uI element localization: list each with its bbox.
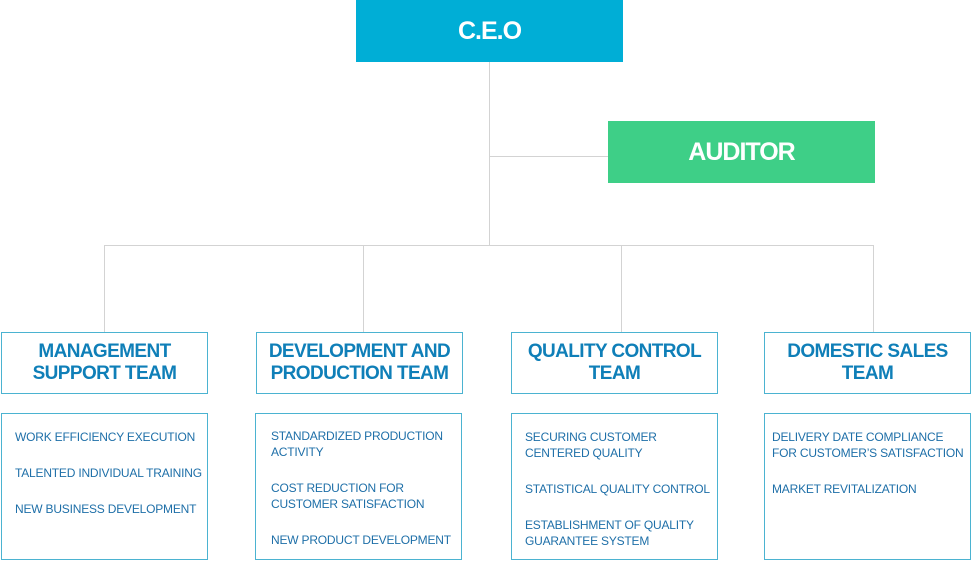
ceo-connector-line bbox=[489, 62, 490, 245]
quality-control-team-title: QUALITY CONTROL TEAM bbox=[511, 332, 718, 394]
team-title-line: DOMESTIC SALES bbox=[787, 341, 948, 362]
domestic-sales-team-title: DOMESTIC SALES TEAM bbox=[764, 332, 971, 394]
duty-item: WORK EFFICIENCY EXECUTION bbox=[15, 429, 195, 445]
teams-horizontal-line bbox=[104, 245, 874, 246]
auditor-label: AUDITOR bbox=[688, 137, 795, 166]
duty-item: TALENTED INDIVIDUAL TRAINING bbox=[15, 465, 202, 481]
ceo-node: C.E.O bbox=[356, 0, 623, 62]
duty-item: SECURING CUSTOMER CENTERED QUALITY bbox=[525, 429, 657, 461]
duty-item-line: DELIVERY DATE COMPLIANCE bbox=[772, 430, 944, 444]
duty-item: STANDARDIZED PRODUCTION ACTIVITY bbox=[271, 428, 443, 460]
duty-item-line: COST REDUCTION FOR bbox=[271, 481, 404, 495]
development-production-team-duties: STANDARDIZED PRODUCTION ACTIVITY COST RE… bbox=[255, 413, 462, 560]
duty-item-line: STANDARDIZED PRODUCTION bbox=[271, 429, 443, 443]
duty-item-line: WORK EFFICIENCY EXECUTION bbox=[15, 430, 196, 444]
ceo-label: C.E.O bbox=[457, 16, 522, 45]
team-4-connector-line bbox=[873, 245, 874, 332]
duty-item: NEW BUSINESS DEVELOPMENT bbox=[15, 501, 196, 517]
duty-item-line: ESTABLISHMENT OF QUALITY bbox=[525, 518, 694, 532]
duty-item-line: NEW BUSINESS DEVELOPMENT bbox=[15, 502, 197, 516]
quality-control-team-duties: SECURING CUSTOMER CENTERED QUALITY STATI… bbox=[511, 413, 718, 560]
team-title-line: TEAM bbox=[841, 363, 894, 384]
auditor-connector-line bbox=[489, 156, 608, 157]
team-2-connector-line bbox=[363, 245, 364, 332]
team-title-line: SUPPORT TEAM bbox=[32, 363, 177, 384]
team-title-line: TEAM bbox=[588, 363, 641, 384]
duty-item-line: ACTIVITY bbox=[271, 445, 324, 459]
duty-item: NEW PRODUCT DEVELOPMENT bbox=[271, 532, 451, 548]
duty-item-line: CENTERED QUALITY bbox=[525, 446, 643, 460]
team-title-line: MANAGEMENT bbox=[38, 341, 171, 362]
duty-item: COST REDUCTION FOR CUSTOMER SATISFACTION bbox=[271, 480, 425, 512]
domestic-sales-team-duties: DELIVERY DATE COMPLIANCE FOR CUSTOMER’S … bbox=[764, 413, 971, 560]
management-support-team-duties: WORK EFFICIENCY EXECUTION TALENTED INDIV… bbox=[1, 413, 208, 560]
management-support-team-title: MANAGEMENT SUPPORT TEAM bbox=[1, 332, 208, 394]
duty-item-line: SECURING CUSTOMER bbox=[525, 430, 657, 444]
development-production-team-title: DEVELOPMENT AND PRODUCTION TEAM bbox=[256, 332, 463, 394]
duty-item-line: FOR CUSTOMER’S SATISFACTION bbox=[772, 446, 964, 460]
duty-item: ESTABLISHMENT OF QUALITY GUARANTEE SYSTE… bbox=[525, 517, 694, 549]
auditor-node: AUDITOR bbox=[608, 121, 875, 183]
duty-item: STATISTICAL QUALITY CONTROL bbox=[525, 481, 710, 497]
duty-item-line: TALENTED INDIVIDUAL TRAINING bbox=[15, 466, 202, 480]
team-title-line: PRODUCTION TEAM bbox=[270, 363, 449, 384]
team-3-connector-line bbox=[621, 245, 622, 332]
duty-item-line: NEW PRODUCT DEVELOPMENT bbox=[271, 533, 451, 547]
duty-item: DELIVERY DATE COMPLIANCE FOR CUSTOMER’S … bbox=[772, 429, 964, 461]
team-1-connector-line bbox=[104, 245, 105, 332]
duty-item-line: CUSTOMER SATISFACTION bbox=[271, 497, 425, 511]
duty-item-line: GUARANTEE SYSTEM bbox=[525, 534, 650, 548]
team-title-line: QUALITY CONTROL bbox=[527, 341, 702, 362]
team-title-line: DEVELOPMENT AND bbox=[268, 341, 451, 362]
duty-item-line: MARKET REVITALIZATION bbox=[772, 482, 917, 496]
duty-item: MARKET REVITALIZATION bbox=[772, 481, 917, 497]
duty-item-line: STATISTICAL QUALITY CONTROL bbox=[525, 482, 710, 496]
